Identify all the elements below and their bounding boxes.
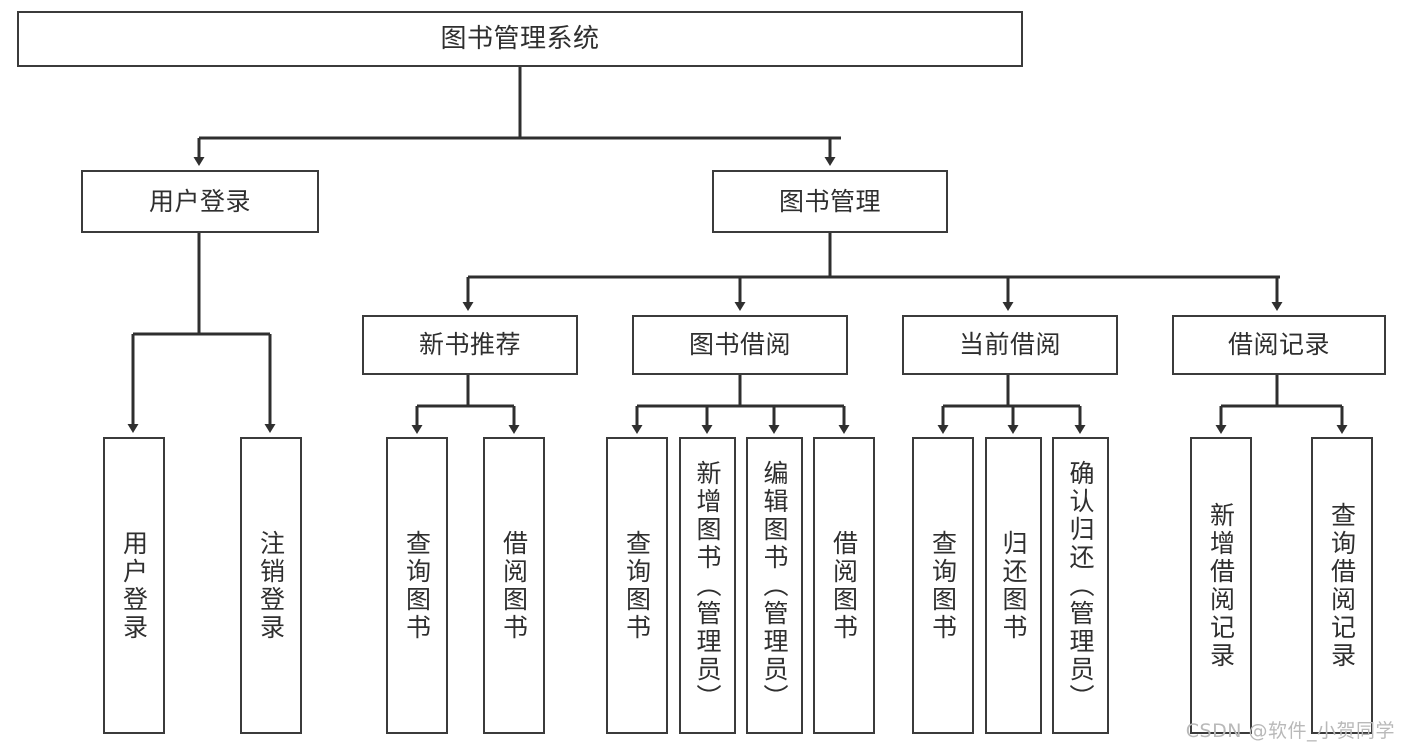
node-leaf-confirm-return[interactable]: 确认归还（管理员） [1052,437,1109,734]
node-leaf-query-record-label: 查询借阅记录 [1327,501,1357,670]
node-leaf-query-book-3-label: 查询图书 [928,529,958,642]
node-leaf-borrow-book-2[interactable]: 借阅图书 [813,437,875,734]
node-leaf-add-book-label: 新增图书（管理员） [693,459,722,712]
node-leaf-return-book[interactable]: 归还图书 [985,437,1042,734]
node-borrow-record-label: 借阅记录 [1227,330,1330,360]
node-borrow-record[interactable]: 借阅记录 [1172,315,1386,375]
node-leaf-user-login[interactable]: 用户登录 [103,437,165,734]
node-leaf-user-login-label: 用户登录 [119,529,149,642]
node-leaf-edit-book[interactable]: 编辑图书（管理员） [746,437,803,734]
node-leaf-confirm-return-label: 确认归还（管理员） [1066,459,1095,712]
node-leaf-borrow-book-2-label: 借阅图书 [829,529,859,642]
node-new-book-recommend-label: 新书推荐 [418,330,521,360]
node-leaf-query-book-2[interactable]: 查询图书 [606,437,668,734]
node-leaf-query-record[interactable]: 查询借阅记录 [1311,437,1373,734]
node-user-login[interactable]: 用户登录 [81,170,319,233]
node-leaf-borrow-book-1[interactable]: 借阅图书 [483,437,545,734]
node-leaf-add-record-label: 新增借阅记录 [1206,501,1236,670]
node-leaf-query-book-1[interactable]: 查询图书 [386,437,448,734]
node-leaf-query-book-3[interactable]: 查询图书 [912,437,974,734]
node-book-manage-label: 图书管理 [778,186,881,216]
node-leaf-borrow-book-1-label: 借阅图书 [499,529,529,642]
node-current-borrow-label: 当前借阅 [958,330,1061,360]
node-new-book-recommend[interactable]: 新书推荐 [362,315,578,375]
node-book-borrow-label: 图书借阅 [688,330,791,360]
csdn-watermark: CSDN @软件_小贺同学 [1185,720,1395,742]
node-leaf-query-book-2-label: 查询图书 [622,529,652,642]
node-book-borrow[interactable]: 图书借阅 [632,315,848,375]
node-book-manage[interactable]: 图书管理 [712,170,948,233]
node-leaf-add-book[interactable]: 新增图书（管理员） [679,437,736,734]
node-leaf-logout-label: 注销登录 [256,529,286,642]
node-root-label: 图书管理系统 [440,23,600,54]
node-leaf-edit-book-label: 编辑图书（管理员） [760,459,789,712]
node-user-login-label: 用户登录 [148,186,251,216]
node-current-borrow[interactable]: 当前借阅 [902,315,1118,375]
node-leaf-logout[interactable]: 注销登录 [240,437,302,734]
node-leaf-return-book-label: 归还图书 [999,529,1028,642]
node-leaf-add-record[interactable]: 新增借阅记录 [1190,437,1252,734]
node-root[interactable]: 图书管理系统 [17,11,1023,67]
node-leaf-query-book-1-label: 查询图书 [402,529,432,642]
